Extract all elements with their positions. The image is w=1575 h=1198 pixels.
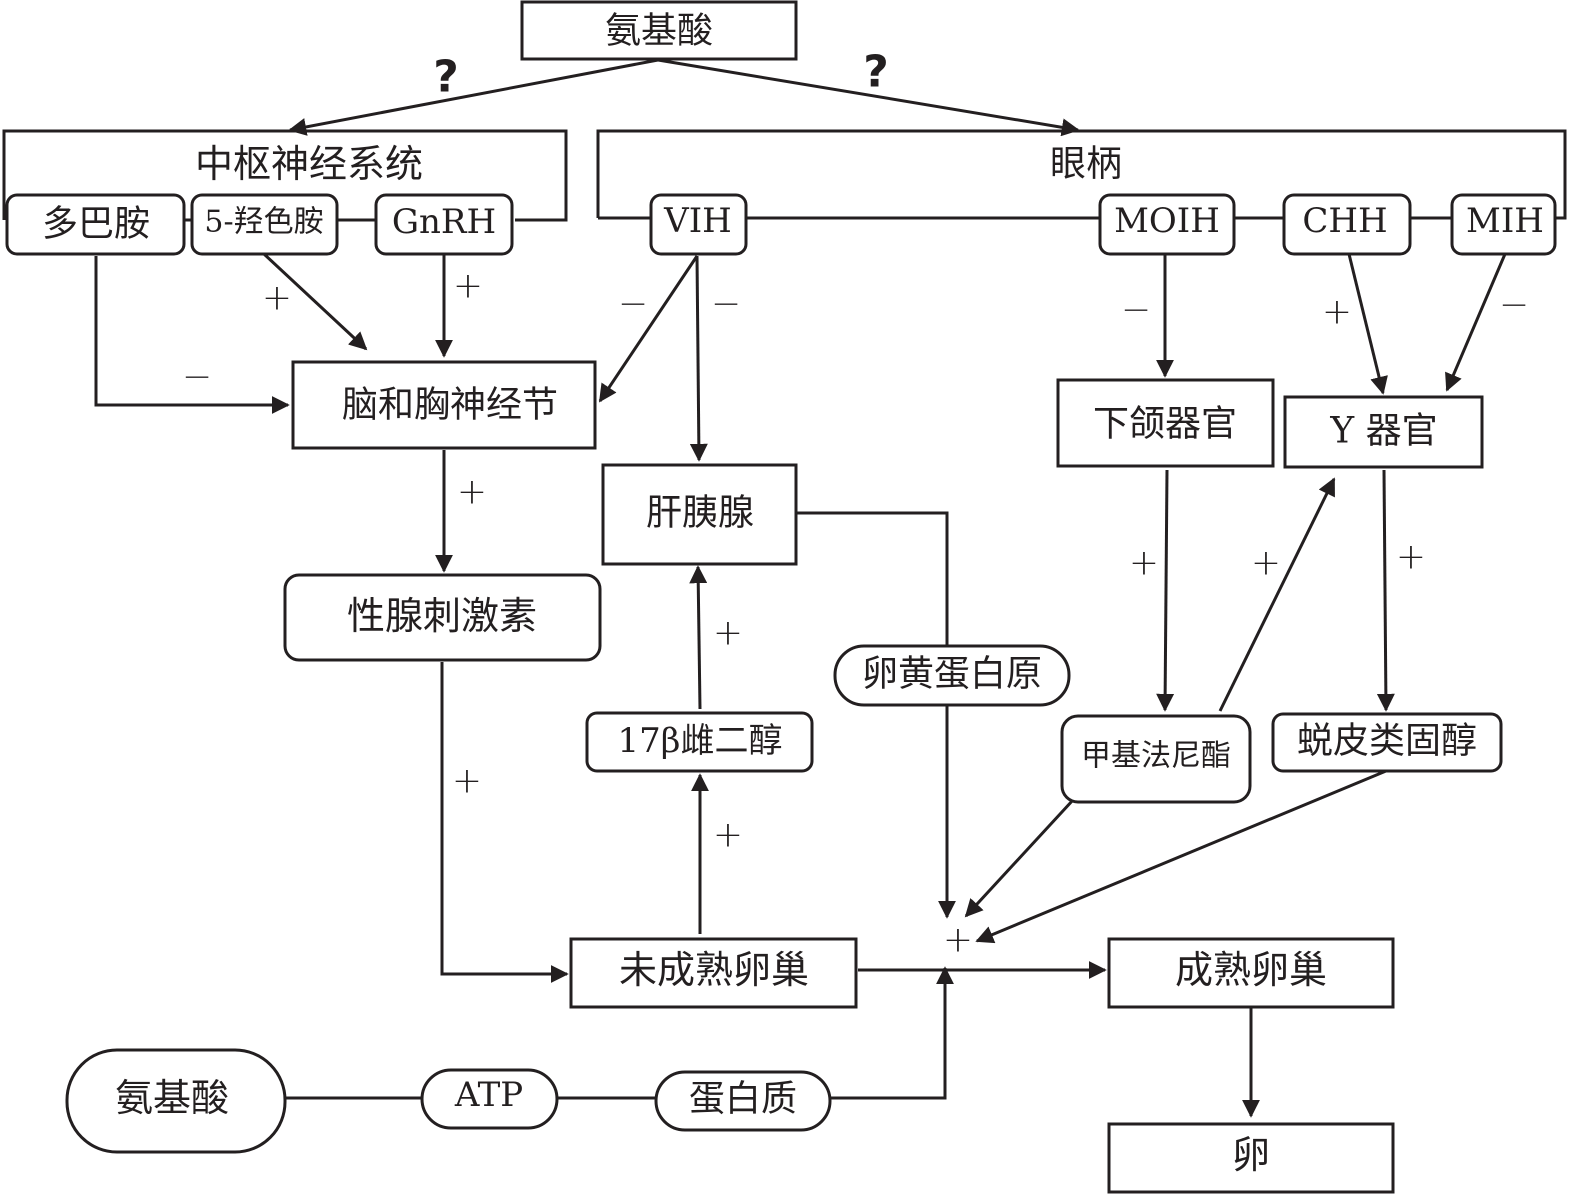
sign-gnrh: +: [453, 266, 483, 307]
node-label: GnRH: [392, 202, 496, 242]
node-label: 未成熟卵巢: [619, 948, 809, 992]
node-hepatopancreas[interactable]: 肝胰腺: [601, 463, 798, 566]
node-label: 脑和胸神经节: [342, 385, 558, 426]
sign-serotonin: +: [262, 278, 292, 319]
node-label: 蜕皮类固醇: [1297, 721, 1477, 762]
sign-estradiol-to-hepatopancreas: +: [713, 613, 743, 654]
node-serotonin[interactable]: 5-羟色胺: [190, 193, 339, 256]
node-label: VIH: [663, 201, 732, 241]
node-brain-ganglia[interactable]: 脑和胸神经节: [291, 360, 597, 450]
node-gnrh[interactable]: GnRH: [374, 193, 514, 256]
node-label: 5-羟色胺: [204, 205, 323, 240]
arrow-chh-to-yorgan: [1347, 253, 1388, 395]
sign-gsh-to-immature: +: [452, 761, 482, 802]
sign-vih-hepatopancreas: −: [711, 284, 741, 325]
arrow-dopamine-to-brain: [94, 256, 290, 414]
node-label: 氨基酸: [605, 11, 713, 52]
sign-mih: −: [1499, 285, 1529, 326]
node-label: 下颌器官: [1093, 404, 1237, 445]
arrow-mf-to-junction: [964, 798, 1075, 918]
node-estradiol[interactable]: 17β雌二醇: [585, 711, 814, 773]
sign-dopamine: −: [182, 357, 212, 398]
sign-immature-to-estradiol: +: [713, 815, 743, 856]
arrow-yorgan-to-ecdysteroid: [1376, 469, 1395, 712]
node-label: 肝胰腺: [646, 493, 754, 534]
sign-junction: +: [943, 920, 973, 961]
node-gonad-stimulating-hormone[interactable]: 性腺刺激素: [283, 573, 602, 662]
node-label: 性腺刺激素: [347, 594, 537, 638]
arrow-vih-to-hepatopancreas: [689, 255, 708, 462]
node-dopamine[interactable]: 多巴胺: [5, 193, 186, 256]
arrow-mf-to-yorgan: [1218, 477, 1336, 712]
node-methyl-farnesoate[interactable]: 甲基法尼酯: [1060, 714, 1252, 804]
node-label: 蛋白质: [689, 1079, 797, 1120]
sign-moih: −: [1121, 290, 1151, 331]
node-amino-top[interactable]: 氨基酸: [520, 0, 798, 61]
node-immature-ovary[interactable]: 未成熟卵巢: [569, 937, 858, 1009]
node-atp[interactable]: ATP: [420, 1068, 559, 1130]
arrow-serotonin-to-brain: [262, 252, 368, 351]
node-label: 17β雌二醇: [618, 721, 783, 761]
node-vitellogenin[interactable]: 卵黄蛋白原: [833, 644, 1071, 707]
question-mark-right: ?: [863, 47, 889, 98]
node-label: 卵: [1232, 1133, 1270, 1177]
node-label: 成熟卵巢: [1175, 948, 1327, 992]
node-vih[interactable]: VIH: [649, 193, 748, 256]
arrow-mih-to-yorgan: [1445, 253, 1507, 392]
node-label: MIH: [1466, 201, 1544, 241]
cns-group-label: 中枢神经系统: [195, 142, 423, 186]
node-label: 氨基酸: [115, 1076, 229, 1120]
sign-mandibular-to-mf: +: [1129, 543, 1159, 584]
node-mature-ovary[interactable]: 成熟卵巢: [1107, 937, 1395, 1009]
arrow-amino-to-cns: [288, 58, 659, 136]
arrow-estradiol-to-hepatopancreas: [689, 565, 708, 710]
node-label: 甲基法尼酯: [1081, 739, 1231, 774]
sign-yorgan-to-ecdysteroid: +: [1396, 537, 1426, 578]
arrow-ecdysteroid-to-junction: [975, 769, 1387, 944]
node-protein[interactable]: 蛋白质: [654, 1070, 832, 1132]
node-ecdysteroid[interactable]: 蜕皮类固醇: [1271, 712, 1503, 773]
arrow-hepatopancreas-to-junction: [797, 511, 956, 919]
node-label: MOIH: [1114, 201, 1220, 241]
node-label: 多巴胺: [42, 204, 150, 245]
question-mark-left: ?: [433, 52, 459, 103]
node-moih[interactable]: MOIH: [1098, 193, 1236, 256]
node-label: 卵黄蛋白原: [862, 654, 1042, 695]
node-label: CHH: [1302, 201, 1387, 241]
eyestalk-group-bracket: [596, 129, 1567, 220]
node-label: Y 器官: [1329, 411, 1437, 452]
node-amino-bottom[interactable]: 氨基酸: [65, 1048, 287, 1154]
node-mandibular-organ[interactable]: 下颌器官: [1056, 378, 1275, 468]
arrow-protein-to-junction: [830, 966, 954, 1100]
sign-vih-brain: −: [618, 284, 648, 325]
sign-chh: +: [1322, 292, 1352, 333]
node-mih[interactable]: MIH: [1450, 193, 1557, 256]
node-y-organ[interactable]: Y 器官: [1283, 395, 1484, 469]
arrow-amino-to-eyestalk: [657, 58, 1080, 137]
sign-brain-to-gsh: +: [457, 472, 487, 513]
node-chh[interactable]: CHH: [1282, 193, 1412, 256]
arrow-mandibular-to-mf: [1156, 469, 1175, 712]
arrow-gsh-to-immature: [440, 662, 569, 983]
eyestalk-group-label: 眼柄: [1050, 144, 1122, 185]
node-label: ATP: [454, 1075, 523, 1115]
arrow-vih-to-brain: [598, 255, 699, 403]
cns-group-bracket: [2, 129, 568, 222]
node-egg[interactable]: 卵: [1107, 1122, 1395, 1194]
sign-mf-to-yorgan: +: [1251, 543, 1281, 584]
